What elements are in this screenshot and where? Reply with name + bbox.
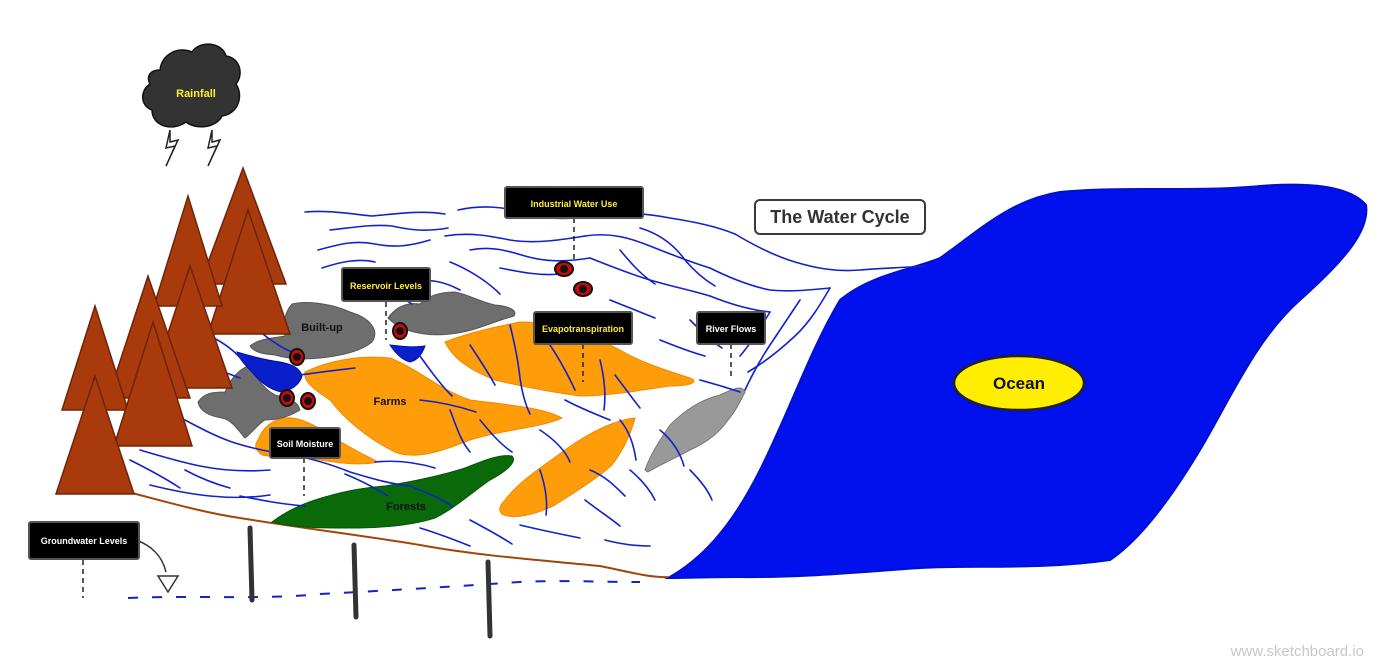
rainfall-label: Rainfall — [176, 88, 216, 100]
lightning-icon — [165, 129, 222, 167]
well-pipes — [247, 525, 493, 639]
groundwater-pointer — [135, 539, 167, 573]
evapotranspiration-label: Evapotranspiration — [542, 324, 624, 334]
diagram-title: The Water Cycle — [754, 199, 926, 235]
ocean-label-bg — [952, 354, 1086, 412]
ground-line — [127, 491, 669, 579]
forests-region-label: Forests — [386, 501, 426, 513]
farm-areas — [255, 321, 695, 518]
soil-moisture-label: Soil Moisture — [277, 439, 334, 449]
rain-cloud — [142, 43, 241, 128]
groundwater-levels-label: Groundwater Levels — [41, 536, 128, 546]
built-up-area-river — [644, 387, 746, 473]
river-flows-label: River Flows — [706, 324, 757, 334]
label-boxes — [28, 186, 766, 560]
label-pointers — [82, 218, 732, 598]
industrial-water-use-label: Industrial Water Use — [531, 199, 618, 209]
farms-region-label: Farms — [373, 396, 406, 408]
sensor-markers — [279, 261, 593, 410]
water-table-marker — [156, 575, 180, 594]
watermark: www.sketchboard.io — [1230, 643, 1364, 660]
forest-area — [270, 455, 514, 529]
reservoirs — [236, 344, 426, 393]
ocean-region-label: Ocean — [993, 374, 1045, 393]
reservoir-levels-label: Reservoir Levels — [350, 281, 422, 291]
forest-trees — [54, 165, 292, 495]
groundwater-table-line — [127, 580, 641, 599]
built-up-region-label: Built-up — [301, 322, 343, 334]
